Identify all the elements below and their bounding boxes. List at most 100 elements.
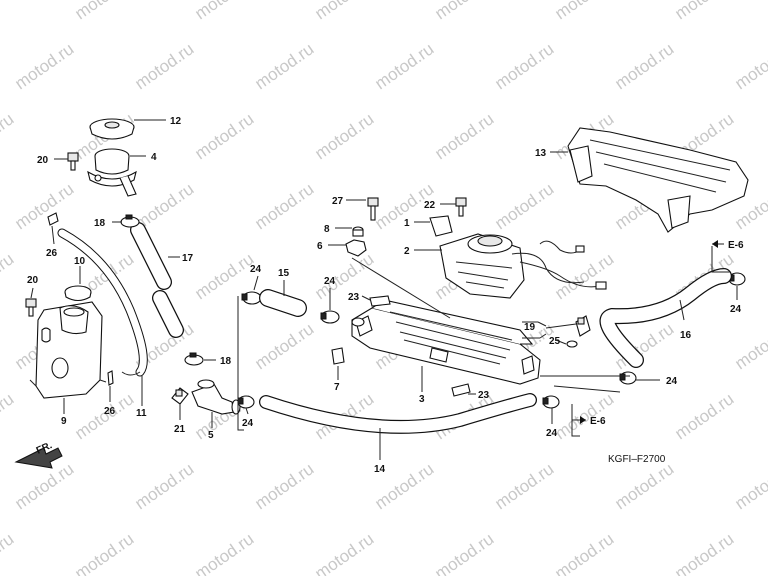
watermark-text: motod.ru: [311, 109, 377, 163]
watermark-text: motod.ru: [551, 249, 617, 303]
clip-26-lower: [107, 370, 114, 386]
callout-12: 12: [170, 116, 182, 127]
watermark-text: motod.ru: [0, 529, 17, 576]
callout-25: 25: [549, 336, 561, 347]
grommet-23-upper: [369, 295, 391, 307]
callout-1: 1: [404, 218, 410, 229]
watermark-text: motod.ru: [491, 179, 557, 233]
diagram-code: KGFI–F2700: [608, 454, 666, 465]
short-hose: [259, 289, 307, 317]
siphon-hose: [57, 228, 148, 377]
lower-hose: [259, 393, 537, 434]
callout-24e: 24: [666, 376, 678, 387]
hose-clip-24-b: [320, 310, 340, 324]
watermark-text: motod.ru: [71, 529, 137, 576]
hose-clip-24-d: [542, 395, 560, 409]
radiator-cap: [89, 118, 135, 140]
upper-hose: [599, 268, 732, 368]
callout-22: 22: [424, 200, 436, 211]
watermark-text: motod.ru: [191, 109, 257, 163]
overflow-hose: [130, 222, 184, 338]
callout-2: 2: [404, 246, 410, 257]
callout-27: 27: [332, 196, 344, 207]
callout-18a: 18: [94, 218, 106, 229]
temperature-sensor: [171, 387, 189, 405]
watermark-text: motod.ru: [0, 389, 17, 443]
watermark-text: motod.ru: [0, 109, 17, 163]
fan-motor-assembly: [439, 233, 607, 299]
callout-20a: 20: [37, 155, 49, 166]
watermark-text: motod.ru: [431, 0, 497, 23]
watermark-text: motod.ru: [491, 39, 557, 93]
fan-switch-19: [575, 315, 591, 337]
callout-23a: 23: [348, 292, 360, 303]
callout-11: 11: [136, 408, 147, 419]
front-direction-arrow: [14, 447, 63, 469]
hose-clip-24-c: [237, 395, 255, 409]
reserve-tank: [29, 301, 107, 399]
callout-7: 7: [334, 382, 340, 393]
callout-6: 6: [317, 241, 323, 252]
watermark-text: motod.ru: [11, 179, 77, 233]
hose-clip-18-upper: [120, 214, 140, 228]
section-ref-upper: E-6: [728, 240, 744, 251]
callout-24b: 24: [324, 276, 336, 287]
watermark-text: motod.ru: [251, 319, 317, 373]
reservoir-cap: [64, 285, 92, 302]
e6-arrow-upper: [712, 240, 724, 248]
callout-26a: 26: [46, 248, 58, 259]
callout-8: 8: [324, 224, 330, 235]
callout-15: 15: [278, 268, 290, 279]
bracket-1: [429, 215, 453, 237]
watermark-text: motod.ru: [0, 0, 17, 23]
watermark-text: motod.ru: [731, 459, 768, 513]
o-ring-25: [566, 340, 578, 348]
watermark-text: motod.ru: [431, 529, 497, 576]
watermark-text: motod.ru: [11, 459, 77, 513]
watermark-text: motod.ru: [731, 319, 768, 373]
callout-18b: 18: [220, 356, 232, 367]
callout-3: 3: [419, 394, 425, 405]
collar-8: [352, 226, 364, 237]
clip-26-upper: [47, 212, 59, 226]
watermark-text: motod.ru: [71, 0, 137, 23]
watermark-text: motod.ru: [311, 529, 377, 576]
callout-5: 5: [208, 430, 214, 441]
watermark-text: motod.ru: [251, 39, 317, 93]
watermark-text: motod.ru: [611, 459, 677, 513]
watermark-text: motod.ru: [551, 529, 617, 576]
watermark-text: motod.ru: [191, 0, 257, 23]
bolt-20-lower: [25, 298, 37, 317]
callout-21: 21: [174, 424, 186, 435]
watermark-text: motod.ru: [311, 0, 377, 23]
grommet-23-lower: [451, 383, 471, 397]
watermark-text: motod.ru: [611, 39, 677, 93]
watermark-text: motod.ru: [551, 0, 617, 23]
watermark-text: motod.ru: [0, 249, 17, 303]
radiator: [351, 299, 541, 385]
hose-clip-18-lower: [184, 352, 204, 366]
grommet-7: [331, 347, 345, 365]
watermark-text: motod.ru: [371, 39, 437, 93]
mount-rubber-6: [345, 239, 367, 257]
watermark-text: motod.ru: [671, 529, 737, 576]
callout-13: 13: [535, 148, 547, 159]
watermark-text: motod.ru: [131, 459, 197, 513]
callout-26b: 26: [104, 406, 116, 417]
watermark-text: motod.ru: [251, 179, 317, 233]
callout-4: 4: [151, 152, 157, 163]
watermark-text: motod.ru: [251, 459, 317, 513]
bolt-27: [367, 197, 379, 221]
watermark-text: motod.ru: [11, 39, 77, 93]
e6-arrow-lower: [572, 416, 586, 424]
watermark-text: motod.ru: [191, 529, 257, 576]
callout-16: 16: [680, 330, 692, 341]
filler-neck: [87, 148, 137, 197]
section-ref-lower: E-6: [590, 416, 606, 427]
callout-14: 14: [374, 464, 386, 475]
water-joint: [191, 379, 241, 415]
callout-23b: 23: [478, 390, 490, 401]
callout-19: 19: [524, 322, 536, 333]
hose-clip-24-a: [241, 291, 262, 305]
